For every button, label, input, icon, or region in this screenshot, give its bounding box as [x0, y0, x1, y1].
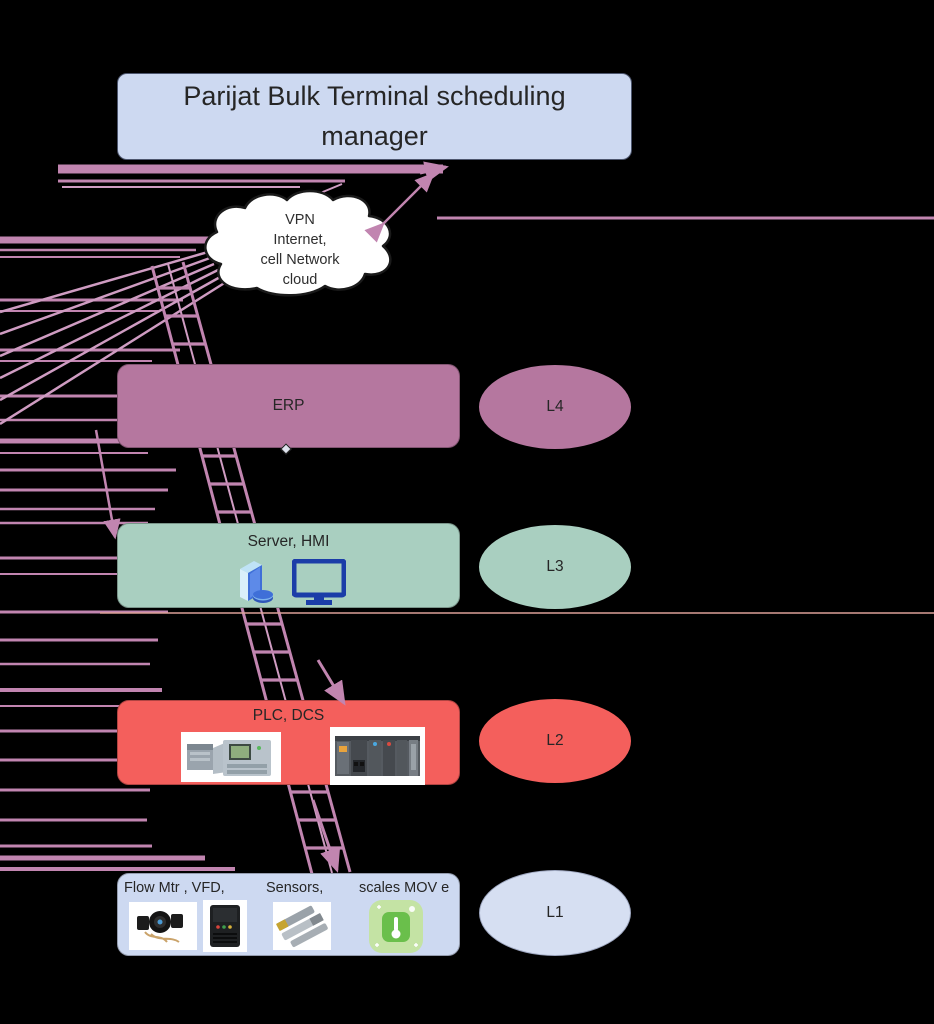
l4-label: L4 — [546, 398, 564, 415]
flow-meter-photo — [129, 902, 197, 950]
plc-rack-photo — [330, 727, 425, 785]
plc-dcs-box: PLC, DCS — [117, 700, 460, 785]
cloud-line-3: cell Network — [260, 252, 340, 268]
erp-label: ERP — [272, 397, 305, 414]
sensors-photo — [273, 902, 331, 950]
cloud-line-2: Internet, — [273, 232, 327, 248]
l3-label: L3 — [546, 558, 564, 575]
scales-mov-label: scales MOV e — [359, 880, 450, 896]
server-icon — [232, 557, 276, 610]
network-cloud: VPN Internet, cell Network cloud — [195, 188, 405, 300]
thermometer-icon — [367, 899, 425, 954]
erp-box: ERP — [117, 364, 460, 448]
vfd-photo — [203, 900, 247, 952]
level-badge-l1: L1 — [479, 870, 631, 956]
field-devices-box: Flow Mtr , VFD, Sensors, scales MOV e — [117, 873, 460, 956]
cloud-label: VPN Internet, cell Network cloud — [195, 210, 405, 290]
level-badge-l2: L2 — [479, 699, 631, 783]
server-hmi-box: Server, HMI — [117, 523, 460, 608]
flow-mtr-vfd-label: Flow Mtr , VFD, — [124, 880, 225, 896]
l2-label: L2 — [546, 732, 564, 749]
sensors-label: Sensors, — [266, 880, 324, 896]
level-badge-l4: L4 — [479, 365, 631, 449]
diagram-title: Parijat Bulk Terminal scheduling manager — [183, 81, 566, 151]
plc-dcs-label: PLC, DCS — [252, 707, 325, 724]
cloud-line-4: cloud — [282, 272, 318, 288]
cloud-line-1: VPN — [285, 212, 315, 228]
diagram-title-box: Parijat Bulk Terminal scheduling manager — [117, 73, 632, 160]
level-badge-l3: L3 — [479, 525, 631, 609]
server-hmi-label: Server, HMI — [247, 533, 330, 550]
l1-label: L1 — [546, 904, 564, 921]
plc-module-photo — [181, 732, 281, 782]
monitor-icon — [291, 558, 346, 610]
